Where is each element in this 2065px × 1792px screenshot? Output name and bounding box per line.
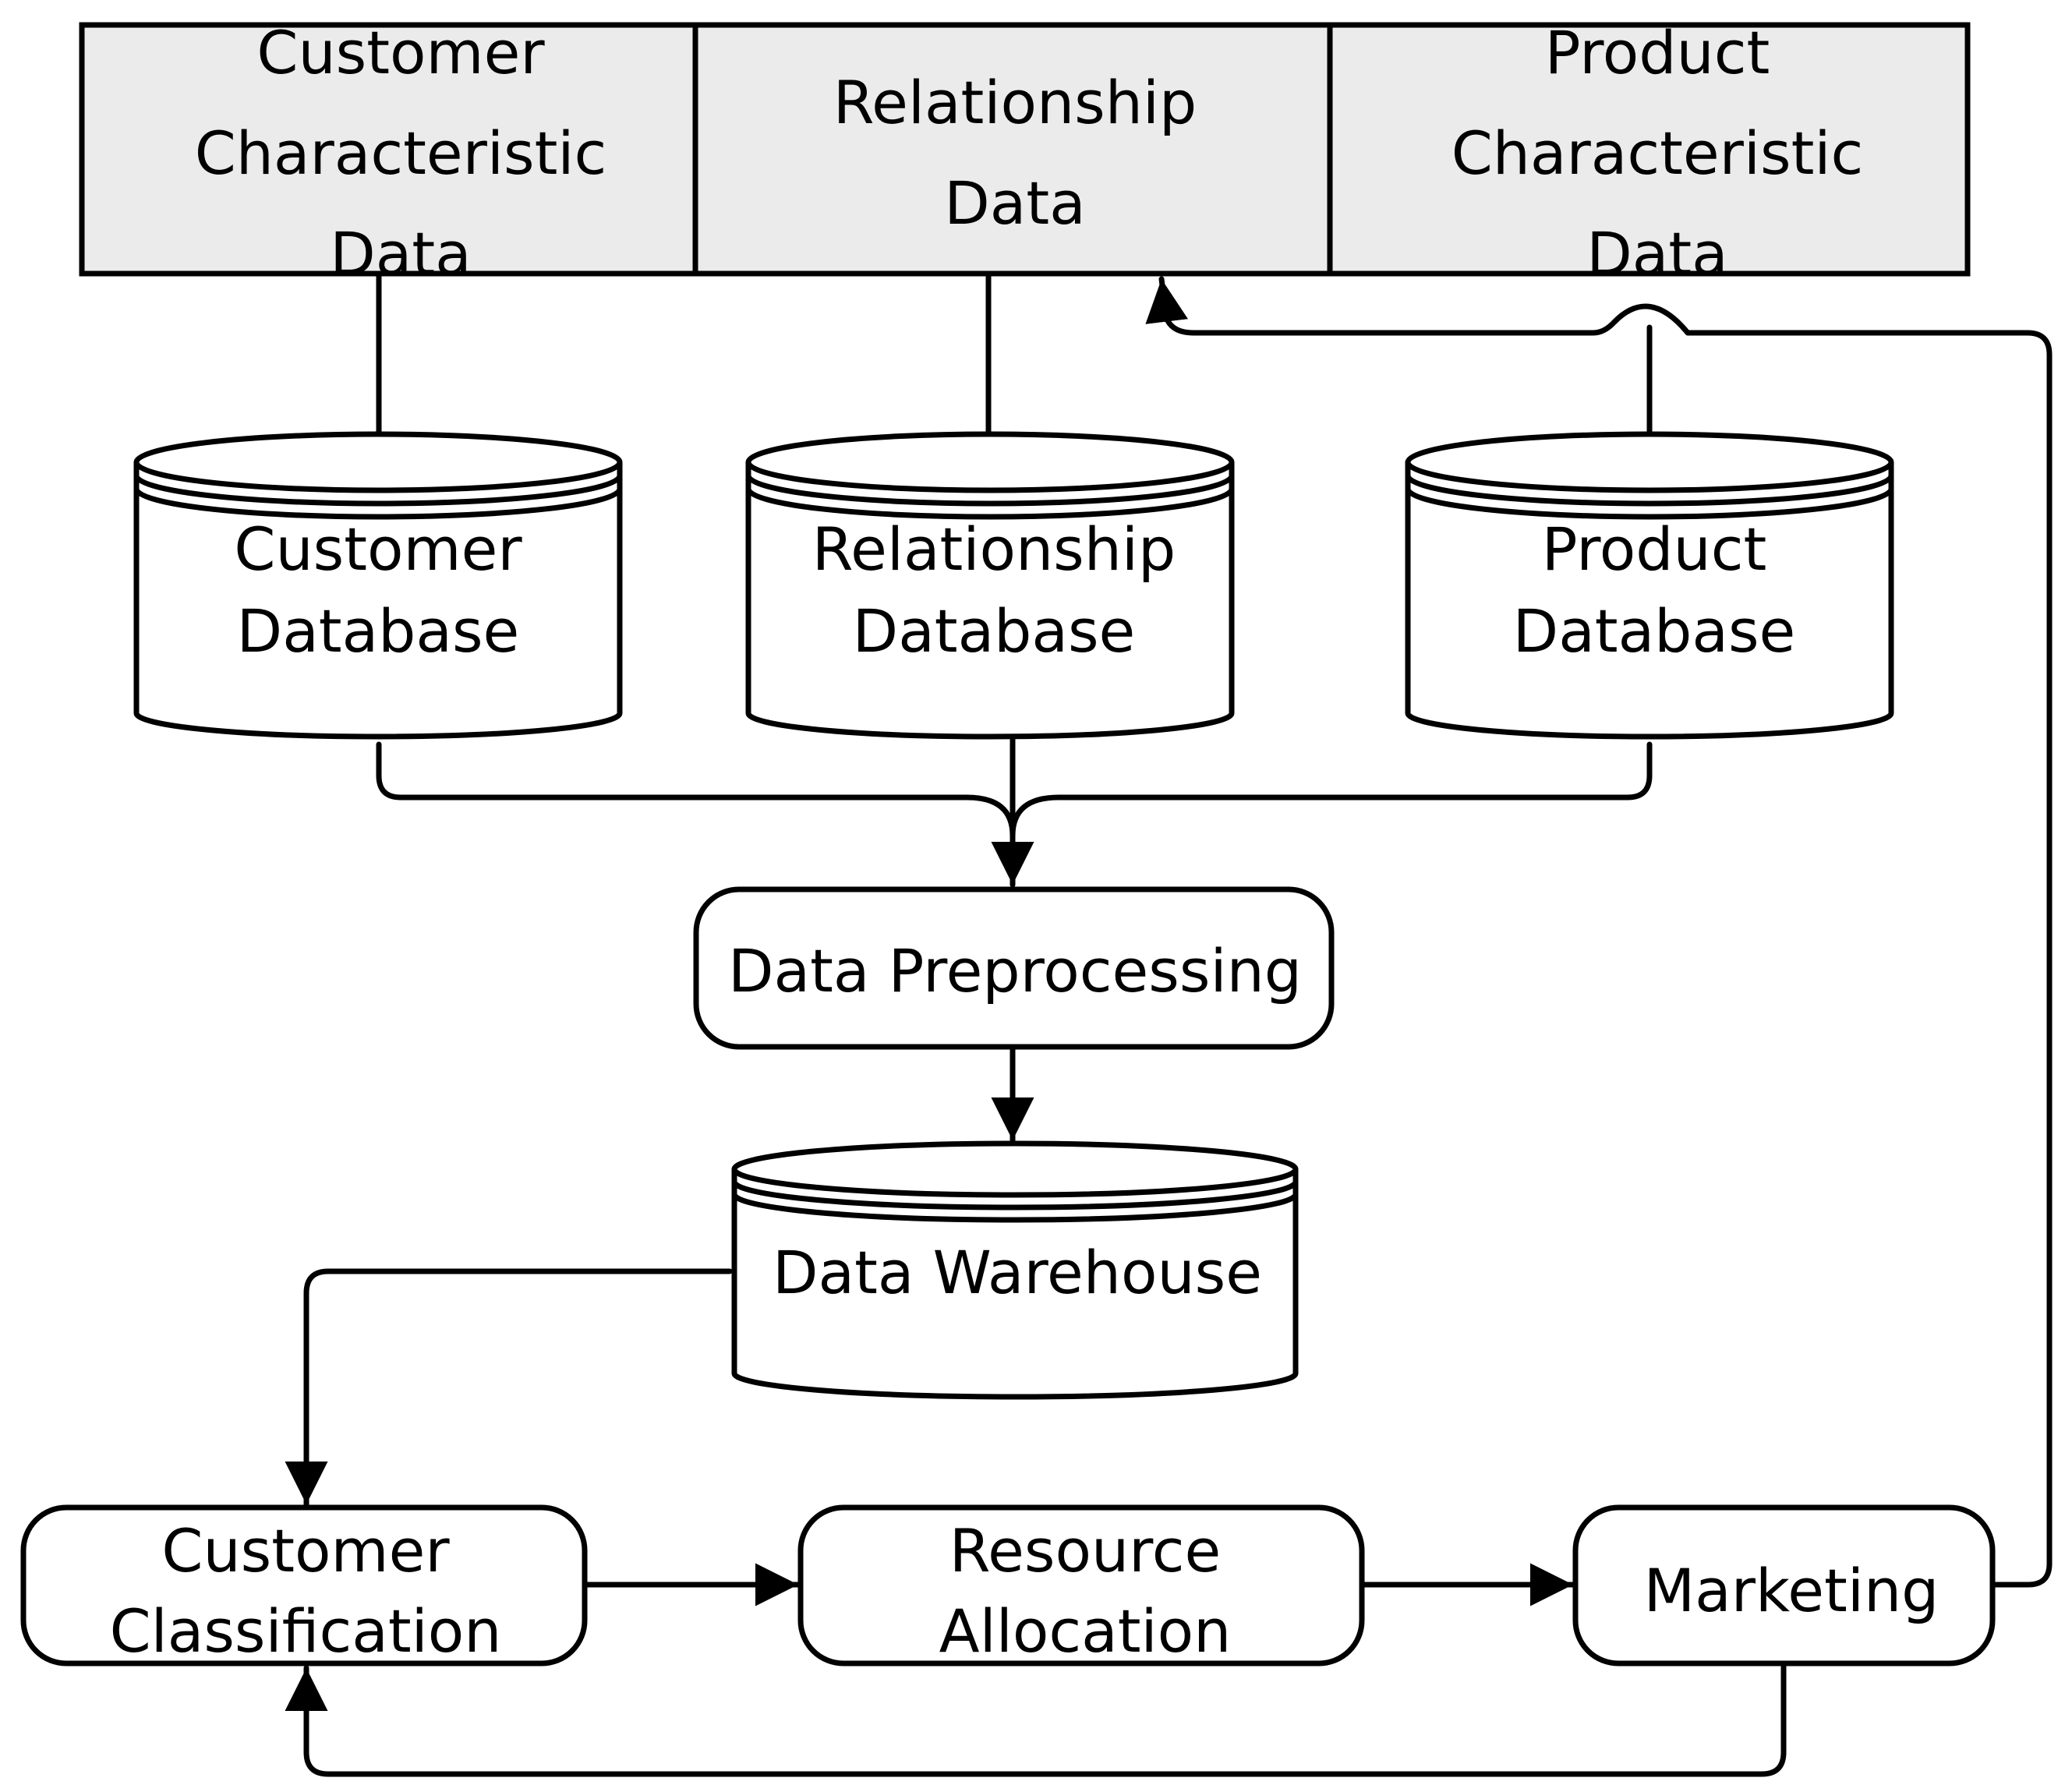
process-resource-allocation-label-line-1: Resource bbox=[949, 1516, 1222, 1585]
database-customer: Customer Database bbox=[133, 431, 623, 740]
database-data-warehouse: Data Warehouse bbox=[731, 1140, 1299, 1400]
database-customer-label-line-1: Customer bbox=[234, 514, 522, 584]
process-marketing-label: Marketing bbox=[1644, 1556, 1939, 1625]
source-box-relationship: Relationship Data bbox=[692, 22, 1333, 277]
database-data-warehouse-label: Data Warehouse bbox=[773, 1238, 1262, 1307]
source-box-product-characteristic: Product Characteristic Data bbox=[1327, 18, 1971, 288]
connector-marketing-back-to-classification bbox=[285, 1660, 1787, 1777]
process-customer-classification: Customer Classification bbox=[20, 1504, 588, 1667]
database-data-warehouse-body bbox=[731, 1169, 1299, 1400]
process-marketing: Marketing bbox=[1572, 1504, 1996, 1667]
source-box-relationship-frame bbox=[692, 22, 1333, 277]
database-relationship-ring-2 bbox=[745, 488, 1235, 520]
connector-warehouse-to-classification bbox=[285, 1268, 733, 1507]
source-label-product-line-1: Product bbox=[1545, 18, 1770, 87]
database-relationship-label-line-1: Relationship bbox=[812, 514, 1176, 584]
database-customer-top bbox=[133, 431, 623, 493]
source-box-customer-characteristic: Customer Characteristic Data bbox=[79, 18, 698, 288]
database-data-warehouse-ring-2 bbox=[731, 1193, 1299, 1223]
database-product: Product Database bbox=[1405, 431, 1894, 740]
process-data-preprocessing-label: Data Preprocessing bbox=[728, 936, 1302, 1006]
database-relationship: Relationship Database bbox=[745, 431, 1235, 740]
source-label-relationship-line-1: Relationship bbox=[833, 68, 1197, 137]
process-customer-classification-label-line-2: Classification bbox=[110, 1596, 502, 1666]
database-relationship-ring-1 bbox=[745, 475, 1235, 507]
database-product-top bbox=[1405, 431, 1894, 493]
source-label-relationship-line-2: Data bbox=[944, 168, 1085, 238]
database-product-ring-2 bbox=[1405, 488, 1894, 520]
database-product-ring-1 bbox=[1405, 475, 1894, 507]
database-customer-ring-1 bbox=[133, 475, 623, 507]
source-box-customer-characteristic-frame bbox=[79, 22, 698, 277]
process-resource-allocation: Resource Allocation bbox=[797, 1504, 1365, 1667]
database-product-label-line-1: Product bbox=[1542, 514, 1767, 584]
database-data-warehouse-ring-1 bbox=[731, 1181, 1299, 1211]
database-relationship-body bbox=[745, 462, 1235, 740]
database-relationship-top bbox=[745, 431, 1235, 493]
source-label-product-line-2: Characteristic bbox=[1452, 118, 1864, 188]
database-customer-label-line-2: Database bbox=[237, 596, 520, 666]
database-customer-body bbox=[133, 462, 623, 740]
database-relationship-label-line-2: Database bbox=[853, 596, 1136, 666]
database-data-warehouse-top bbox=[731, 1140, 1299, 1198]
process-resource-allocation-label-line-2: Allocation bbox=[939, 1596, 1232, 1666]
connector-customer-db-to-preprocessing bbox=[376, 741, 1016, 839]
source-label-customer-line-1: Customer bbox=[256, 18, 545, 87]
process-customer-classification-label-line-1: Customer bbox=[161, 1516, 450, 1585]
database-product-label-line-2: Database bbox=[1513, 596, 1796, 666]
database-customer-ring-2 bbox=[133, 488, 623, 520]
source-label-product-line-3: Data bbox=[1586, 219, 1727, 288]
source-box-product-characteristic-frame bbox=[1327, 22, 1971, 277]
database-product-body bbox=[1405, 462, 1894, 740]
connector-marketing-feedback-to-relationship-data bbox=[1145, 276, 2053, 1588]
process-data-preprocessing: Data Preprocessing bbox=[693, 886, 1335, 1050]
source-label-customer-line-2: Characteristic bbox=[195, 118, 607, 188]
source-label-customer-line-3: Data bbox=[330, 219, 471, 288]
connector-product-db-to-preprocessing bbox=[1010, 741, 1653, 839]
